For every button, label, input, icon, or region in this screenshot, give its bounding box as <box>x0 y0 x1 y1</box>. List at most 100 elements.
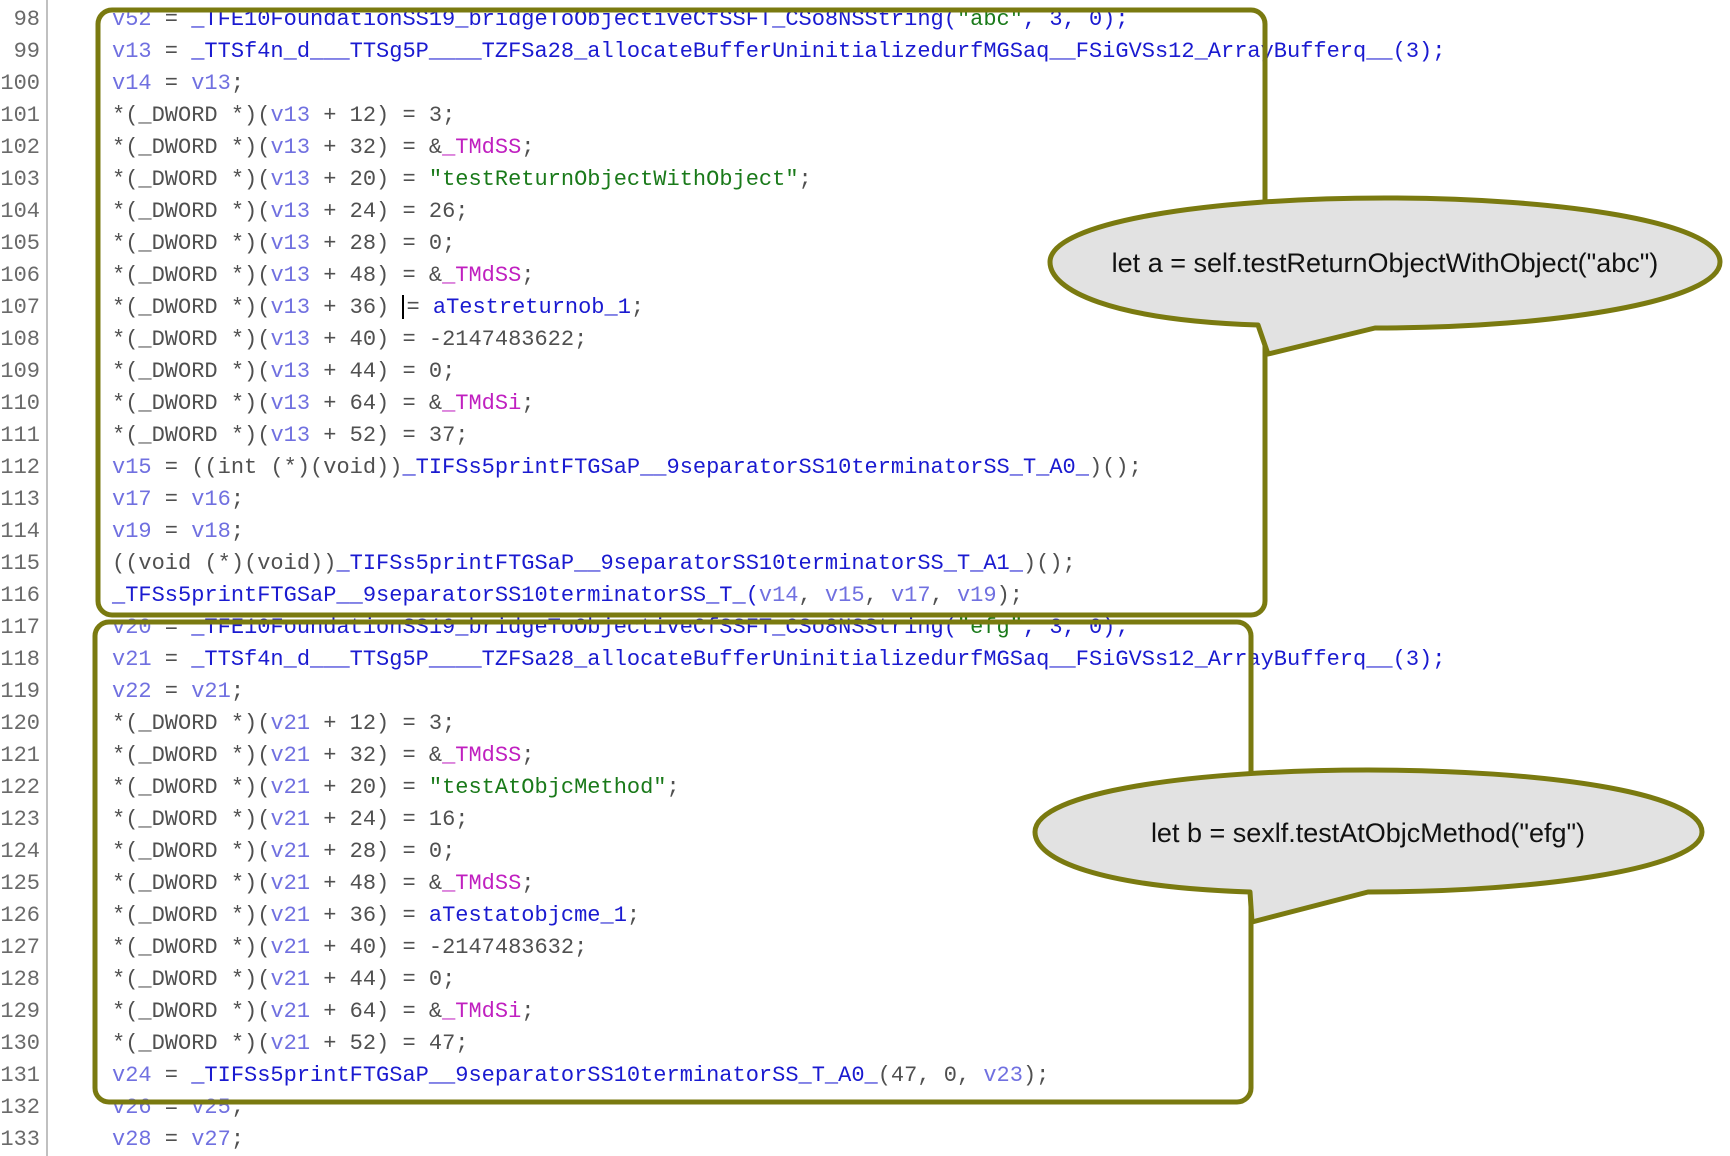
code-token: *(_DWORD *)( <box>112 711 271 736</box>
code-token: v21 <box>270 807 311 832</box>
code-line[interactable]: *(_DWORD *)(v13 + 52) = 37; <box>112 420 468 452</box>
code-token: v23 <box>983 1063 1023 1088</box>
code-token: ; <box>230 71 245 96</box>
code-token: = <box>151 487 192 512</box>
code-token: ; <box>521 743 535 768</box>
code-token: *(_DWORD *)( <box>112 903 271 928</box>
code-token: v19 <box>956 583 997 608</box>
code-token: ; <box>666 775 680 800</box>
code-token: = ((int (*)(void)) <box>151 455 403 480</box>
code-token: + 36) = <box>310 903 429 928</box>
code-token: + 20) = <box>310 775 429 800</box>
code-line[interactable]: *(_DWORD *)(v21 + 24) = 16; <box>112 804 468 836</box>
code-line[interactable]: v52 = _TFE10FoundationSS19_bridgeToObjec… <box>112 4 1129 36</box>
code-token: v13 <box>270 231 311 256</box>
code-line[interactable]: *(_DWORD *)(v21 + 28) = 0; <box>112 836 455 868</box>
line-number: 105 <box>0 231 40 256</box>
line-number: 127 <box>0 935 40 960</box>
code-line[interactable]: v14 = v13; <box>112 68 244 100</box>
code-line[interactable]: v19 = v18; <box>112 516 244 548</box>
code-token: _TFSs5printFTGSaP__9separatorSS10termina… <box>112 583 759 608</box>
line-number: 106 <box>0 263 40 288</box>
code-line[interactable]: *(_DWORD *)(v13 + 20) = "testReturnObjec… <box>112 164 812 196</box>
code-token: *(_DWORD *)( <box>112 935 271 960</box>
code-token: v18 <box>191 519 231 544</box>
line-number: 108 <box>0 327 40 352</box>
code-line[interactable]: *(_DWORD *)(v13 + 32) = &_TMdSS; <box>112 132 535 164</box>
code-line[interactable]: v17 = v16; <box>112 484 244 516</box>
code-token: *(_DWORD *)( <box>112 967 271 992</box>
code-line[interactable]: *(_DWORD *)(v13 + 12) = 3; <box>112 100 455 132</box>
code-token: v27 <box>191 1127 231 1152</box>
line-number: 131 <box>0 1063 40 1088</box>
code-token: v21 <box>270 775 311 800</box>
code-line[interactable]: v20 = _TFE10FoundationSS19_bridgeToObjec… <box>112 612 1129 644</box>
code-token: + 40) = -2147483622; <box>310 327 588 352</box>
code-line[interactable]: *(_DWORD *)(v13 + 44) = 0; <box>112 356 455 388</box>
code-line[interactable]: v28 = v27; <box>112 1124 244 1156</box>
code-line[interactable]: *(_DWORD *)(v13 + 64) = &_TMdSi; <box>112 388 535 420</box>
code-token: + 52) = 47; <box>310 1031 469 1056</box>
line-number: 121 <box>0 743 40 768</box>
code-token: + 64) = & <box>310 391 443 416</box>
code-token: v13 <box>270 391 311 416</box>
line-number: 111 <box>0 423 40 448</box>
code-token: , <box>930 583 957 608</box>
code-line[interactable]: *(_DWORD *)(v21 + 48) = &_TMdSS; <box>112 868 535 900</box>
code-line[interactable]: *(_DWORD *)(v21 + 32) = &_TMdSS; <box>112 740 535 772</box>
code-token: v14 <box>758 583 799 608</box>
code-token: = <box>151 1063 192 1088</box>
code-line[interactable]: v13 = _TTSf4n_d___TTSg5P____TZFSa28_allo… <box>112 36 1445 68</box>
line-number: 100 <box>0 71 40 96</box>
code-line[interactable]: *(_DWORD *)(v21 + 40) = -2147483632; <box>112 932 587 964</box>
code-token: v13 <box>270 295 311 320</box>
code-token: (47, 0, <box>877 1063 984 1088</box>
code-token: = <box>151 615 192 640</box>
code-token: "testReturnObjectWithObject" <box>428 167 799 192</box>
code-line[interactable]: *(_DWORD *)(v21 + 64) = &_TMdSi; <box>112 996 535 1028</box>
code-token: *(_DWORD *)( <box>112 839 271 864</box>
code-token: v13 <box>270 103 311 128</box>
code-line[interactable]: v22 = v21; <box>112 676 244 708</box>
code-line[interactable]: *(_DWORD *)(v21 + 52) = 47; <box>112 1028 468 1060</box>
code-token: ; <box>230 519 245 544</box>
code-token: = <box>151 519 192 544</box>
code-line[interactable]: v24 = _TIFSs5printFTGSaP__9separatorSS10… <box>112 1060 1049 1092</box>
code-line[interactable]: v21 = _TTSf4n_d___TTSg5P____TZFSa28_allo… <box>112 644 1445 676</box>
code-line[interactable]: *(_DWORD *)(v13 + 24) = 26; <box>112 196 468 228</box>
code-line[interactable]: *(_DWORD *)(v13 + 28) = 0; <box>112 228 455 260</box>
code-token: = <box>151 1095 192 1120</box>
code-token: ; <box>630 295 645 320</box>
line-number: 125 <box>0 871 40 896</box>
code-token: v21 <box>270 1031 311 1056</box>
code-line[interactable]: *(_DWORD *)(v21 + 36) = aTestatobjcme_1; <box>112 900 640 932</box>
code-token: _TMdSS <box>442 743 522 768</box>
code-token: ; <box>521 871 535 896</box>
code-line[interactable]: v26 = v25; <box>112 1092 244 1124</box>
code-token: *(_DWORD *)( <box>112 199 271 224</box>
code-token: v16 <box>191 487 231 512</box>
code-line[interactable]: *(_DWORD *)(v21 + 44) = 0; <box>112 964 455 996</box>
line-number: 126 <box>0 903 40 928</box>
code-line[interactable]: *(_DWORD *)(v13 + 48) = &_TMdSS; <box>112 260 535 292</box>
code-token: "abc" <box>956 7 1023 32</box>
code-token: _TMdSi <box>442 999 522 1024</box>
code-line[interactable]: *(_DWORD *)(v13 + 36) = aTestreturnob_1; <box>112 292 644 324</box>
code-token: + 40) = -2147483632; <box>310 935 588 960</box>
code-token: v13 <box>191 71 231 96</box>
line-number: 99 <box>13 39 40 64</box>
line-number: 123 <box>0 807 40 832</box>
code-token: v22 <box>112 679 152 704</box>
code-line[interactable]: *(_DWORD *)(v13 + 40) = -2147483622; <box>112 324 587 356</box>
code-line[interactable]: *(_DWORD *)(v21 + 12) = 3; <box>112 708 455 740</box>
code-token: v13 <box>112 39 152 64</box>
code-token: _TMdSS <box>442 263 522 288</box>
code-token: ; <box>230 679 245 704</box>
code-token: , 3, 0); <box>1022 7 1129 32</box>
code-line[interactable]: _TFSs5printFTGSaP__9separatorSS10termina… <box>112 580 1023 612</box>
code-line[interactable]: ((void (*)(void))_TIFSs5printFTGSaP__9se… <box>112 548 1076 580</box>
line-number: 113 <box>0 487 40 512</box>
code-line[interactable]: *(_DWORD *)(v21 + 20) = "testAtObjcMetho… <box>112 772 680 804</box>
code-line[interactable]: v15 = ((int (*)(void))_TIFSs5printFTGSaP… <box>112 452 1142 484</box>
code-token: *(_DWORD *)( <box>112 295 271 320</box>
